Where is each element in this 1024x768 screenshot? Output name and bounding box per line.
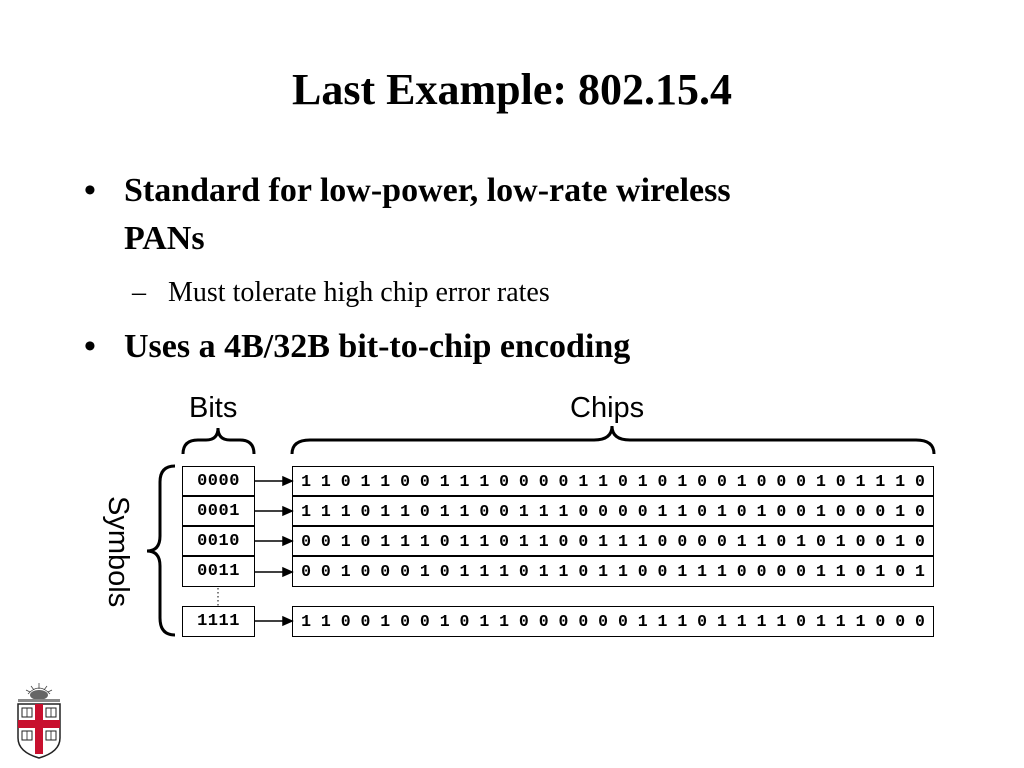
bullet-1-line-2: PANs bbox=[124, 220, 205, 257]
sub-bullet: –Must tolerate high chip error rates bbox=[132, 276, 550, 310]
bullet-marker: • bbox=[84, 328, 96, 365]
brown-university-shield-icon bbox=[17, 683, 61, 759]
bullet-marker: • bbox=[84, 172, 96, 209]
symbols-brace bbox=[146, 464, 176, 637]
chips-cell-1111: 1 1 0 0 1 0 0 1 0 1 1 0 0 0 0 0 0 1 1 1 … bbox=[292, 606, 934, 637]
bits-cell-0011: 0011 bbox=[182, 556, 255, 587]
bits-label: Bits bbox=[189, 392, 238, 424]
bullet-1-line-1: Standard for low-power, low-rate wireles… bbox=[124, 172, 731, 209]
bits-cell-0000: 0000 bbox=[182, 466, 255, 496]
chips-label: Chips bbox=[570, 392, 645, 424]
dash-marker: – bbox=[132, 277, 146, 308]
bits-cell-1111: 1111 bbox=[182, 606, 255, 637]
chips-cell-0011: 0 0 1 0 0 0 1 0 1 1 1 0 1 1 0 1 1 0 0 1 … bbox=[292, 556, 934, 587]
symbols-label: Symbols bbox=[102, 496, 134, 608]
bits-brace bbox=[181, 427, 256, 455]
chips-cell-0000: 1 1 0 1 1 0 0 1 1 1 0 0 0 0 1 1 0 1 0 1 … bbox=[292, 466, 934, 496]
chips-brace bbox=[290, 425, 936, 455]
chips-cell-0001: 1 1 1 0 1 1 0 1 1 0 0 1 1 1 0 0 0 0 1 1 … bbox=[292, 496, 934, 526]
arrows bbox=[255, 475, 294, 627]
bits-cell-0010: 0010 bbox=[182, 526, 255, 556]
sub-bullet-text: Must tolerate high chip error rates bbox=[168, 277, 550, 308]
bits-cell-0001: 0001 bbox=[182, 496, 255, 526]
bullet-2: • Uses a 4B/32B bit-to-chip encoding bbox=[84, 326, 844, 370]
slide-title: Last Example: 802.15.4 bbox=[292, 65, 732, 114]
bullet-2-line-1: Uses a 4B/32B bit-to-chip encoding bbox=[124, 328, 631, 365]
bullet-1: • Standard for low-power, low-rate wirel… bbox=[84, 170, 844, 260]
chips-cell-0010: 0 0 1 0 1 1 1 0 1 1 0 1 1 0 0 1 1 1 0 0 … bbox=[292, 526, 934, 556]
